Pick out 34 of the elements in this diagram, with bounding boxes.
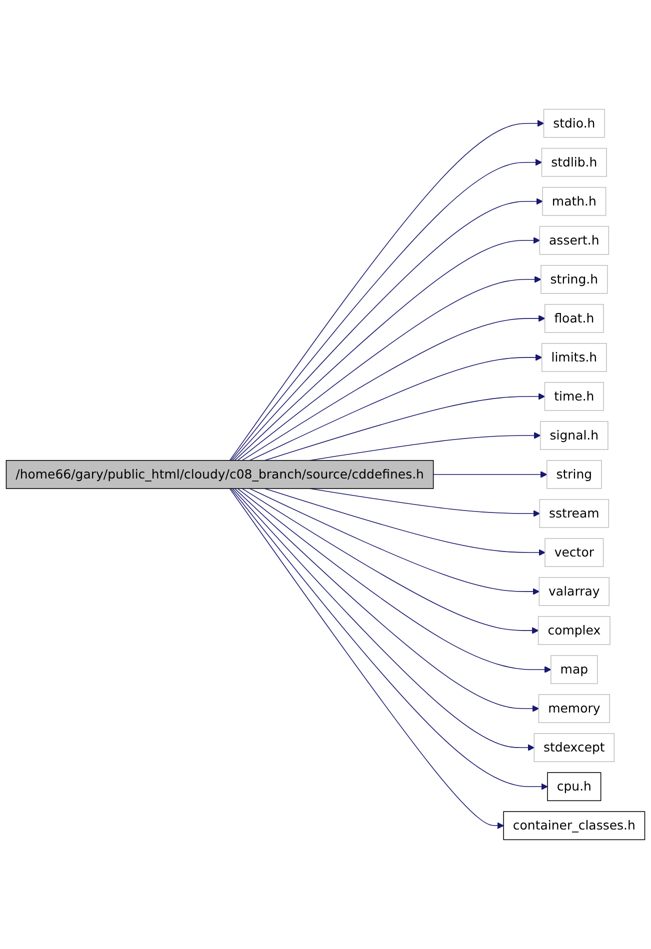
node-box: limits.h — [541, 343, 607, 372]
arrow — [264, 488, 546, 556]
node-box: string — [546, 460, 602, 489]
node-box: memory — [538, 694, 610, 724]
node-box: /home66/gary/public_html/cloudy/c08_branch/source/cddefines.h — [6, 460, 434, 489]
node-box: complex — [538, 616, 610, 645]
arrow — [237, 488, 552, 674]
node-box: signal.h — [540, 421, 608, 450]
node-box: container_classes.h — [503, 811, 646, 840]
node-box: stdlib.h — [541, 148, 607, 177]
node-box: stdexcept — [534, 733, 615, 762]
arrow — [242, 315, 546, 461]
node-box: sstream — [539, 499, 610, 528]
node-box: string.h — [540, 264, 608, 294]
node-box: map — [550, 655, 598, 684]
node-box: math.h — [542, 186, 606, 216]
arrow — [432, 471, 548, 478]
arrow — [264, 393, 546, 461]
arrow — [249, 354, 542, 461]
arrow — [242, 488, 539, 634]
node-box: cpu.h — [547, 772, 602, 802]
node-box: stdio.h — [543, 108, 605, 138]
arrow — [230, 488, 548, 790]
arrow — [234, 488, 540, 712]
arrow — [229, 488, 504, 830]
node-box: assert.h — [539, 226, 610, 255]
arrow — [232, 488, 534, 752]
arrow — [249, 488, 540, 595]
arrow — [234, 236, 540, 461]
node-box: time.h — [544, 382, 604, 411]
node-box: valarray — [538, 577, 610, 606]
arrow — [237, 276, 542, 461]
node-box: vector — [544, 538, 604, 567]
node-box: float.h — [544, 304, 604, 333]
